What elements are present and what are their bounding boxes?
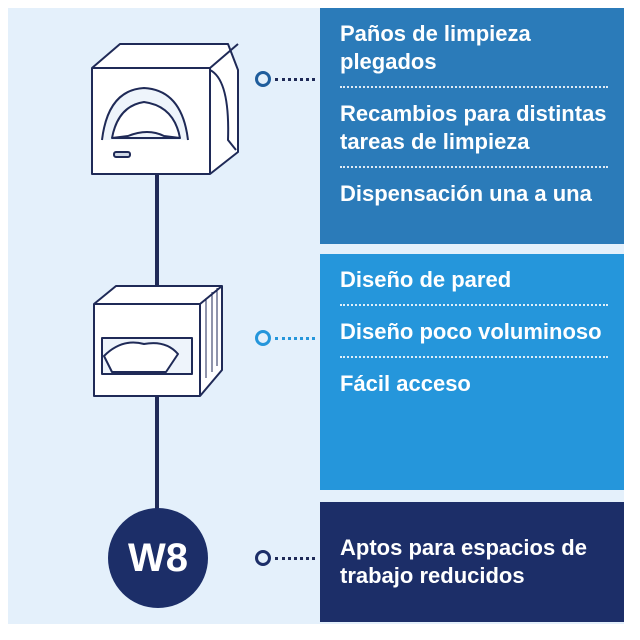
bullet-ring-2 <box>255 330 271 346</box>
feature-item: Fácil acceso <box>340 371 471 396</box>
bullet-ring-1 <box>255 71 271 87</box>
feature-item: Dispensación una a una <box>340 181 592 206</box>
connector-dots-3 <box>275 557 315 560</box>
feature-item: Diseño de pared <box>340 254 608 306</box>
connector-dots-2 <box>275 337 315 340</box>
bullet-ring-3 <box>255 550 271 566</box>
model-badge: W8 <box>108 508 208 608</box>
compact-dispenser-illustration <box>93 285 223 397</box>
feature-item: Aptos para espacios de trabajo reducidos <box>340 535 587 588</box>
feature-item: Recambios para distintas tareas de limpi… <box>340 88 608 168</box>
wall-dispenser-illustration <box>91 43 239 175</box>
connector-dots-1 <box>275 78 315 81</box>
feature-group-3: Aptos para espacios de trabajo reducidos <box>320 502 624 622</box>
model-badge-label: W8 <box>128 535 188 580</box>
feature-group-1: Paños de limpieza plegados Recambios par… <box>320 8 624 244</box>
feature-group-2: Diseño de pared Diseño poco voluminoso F… <box>320 254 624 490</box>
feature-item: Diseño poco voluminoso <box>340 306 608 358</box>
feature-item: Paños de limpieza plegados <box>340 8 608 88</box>
